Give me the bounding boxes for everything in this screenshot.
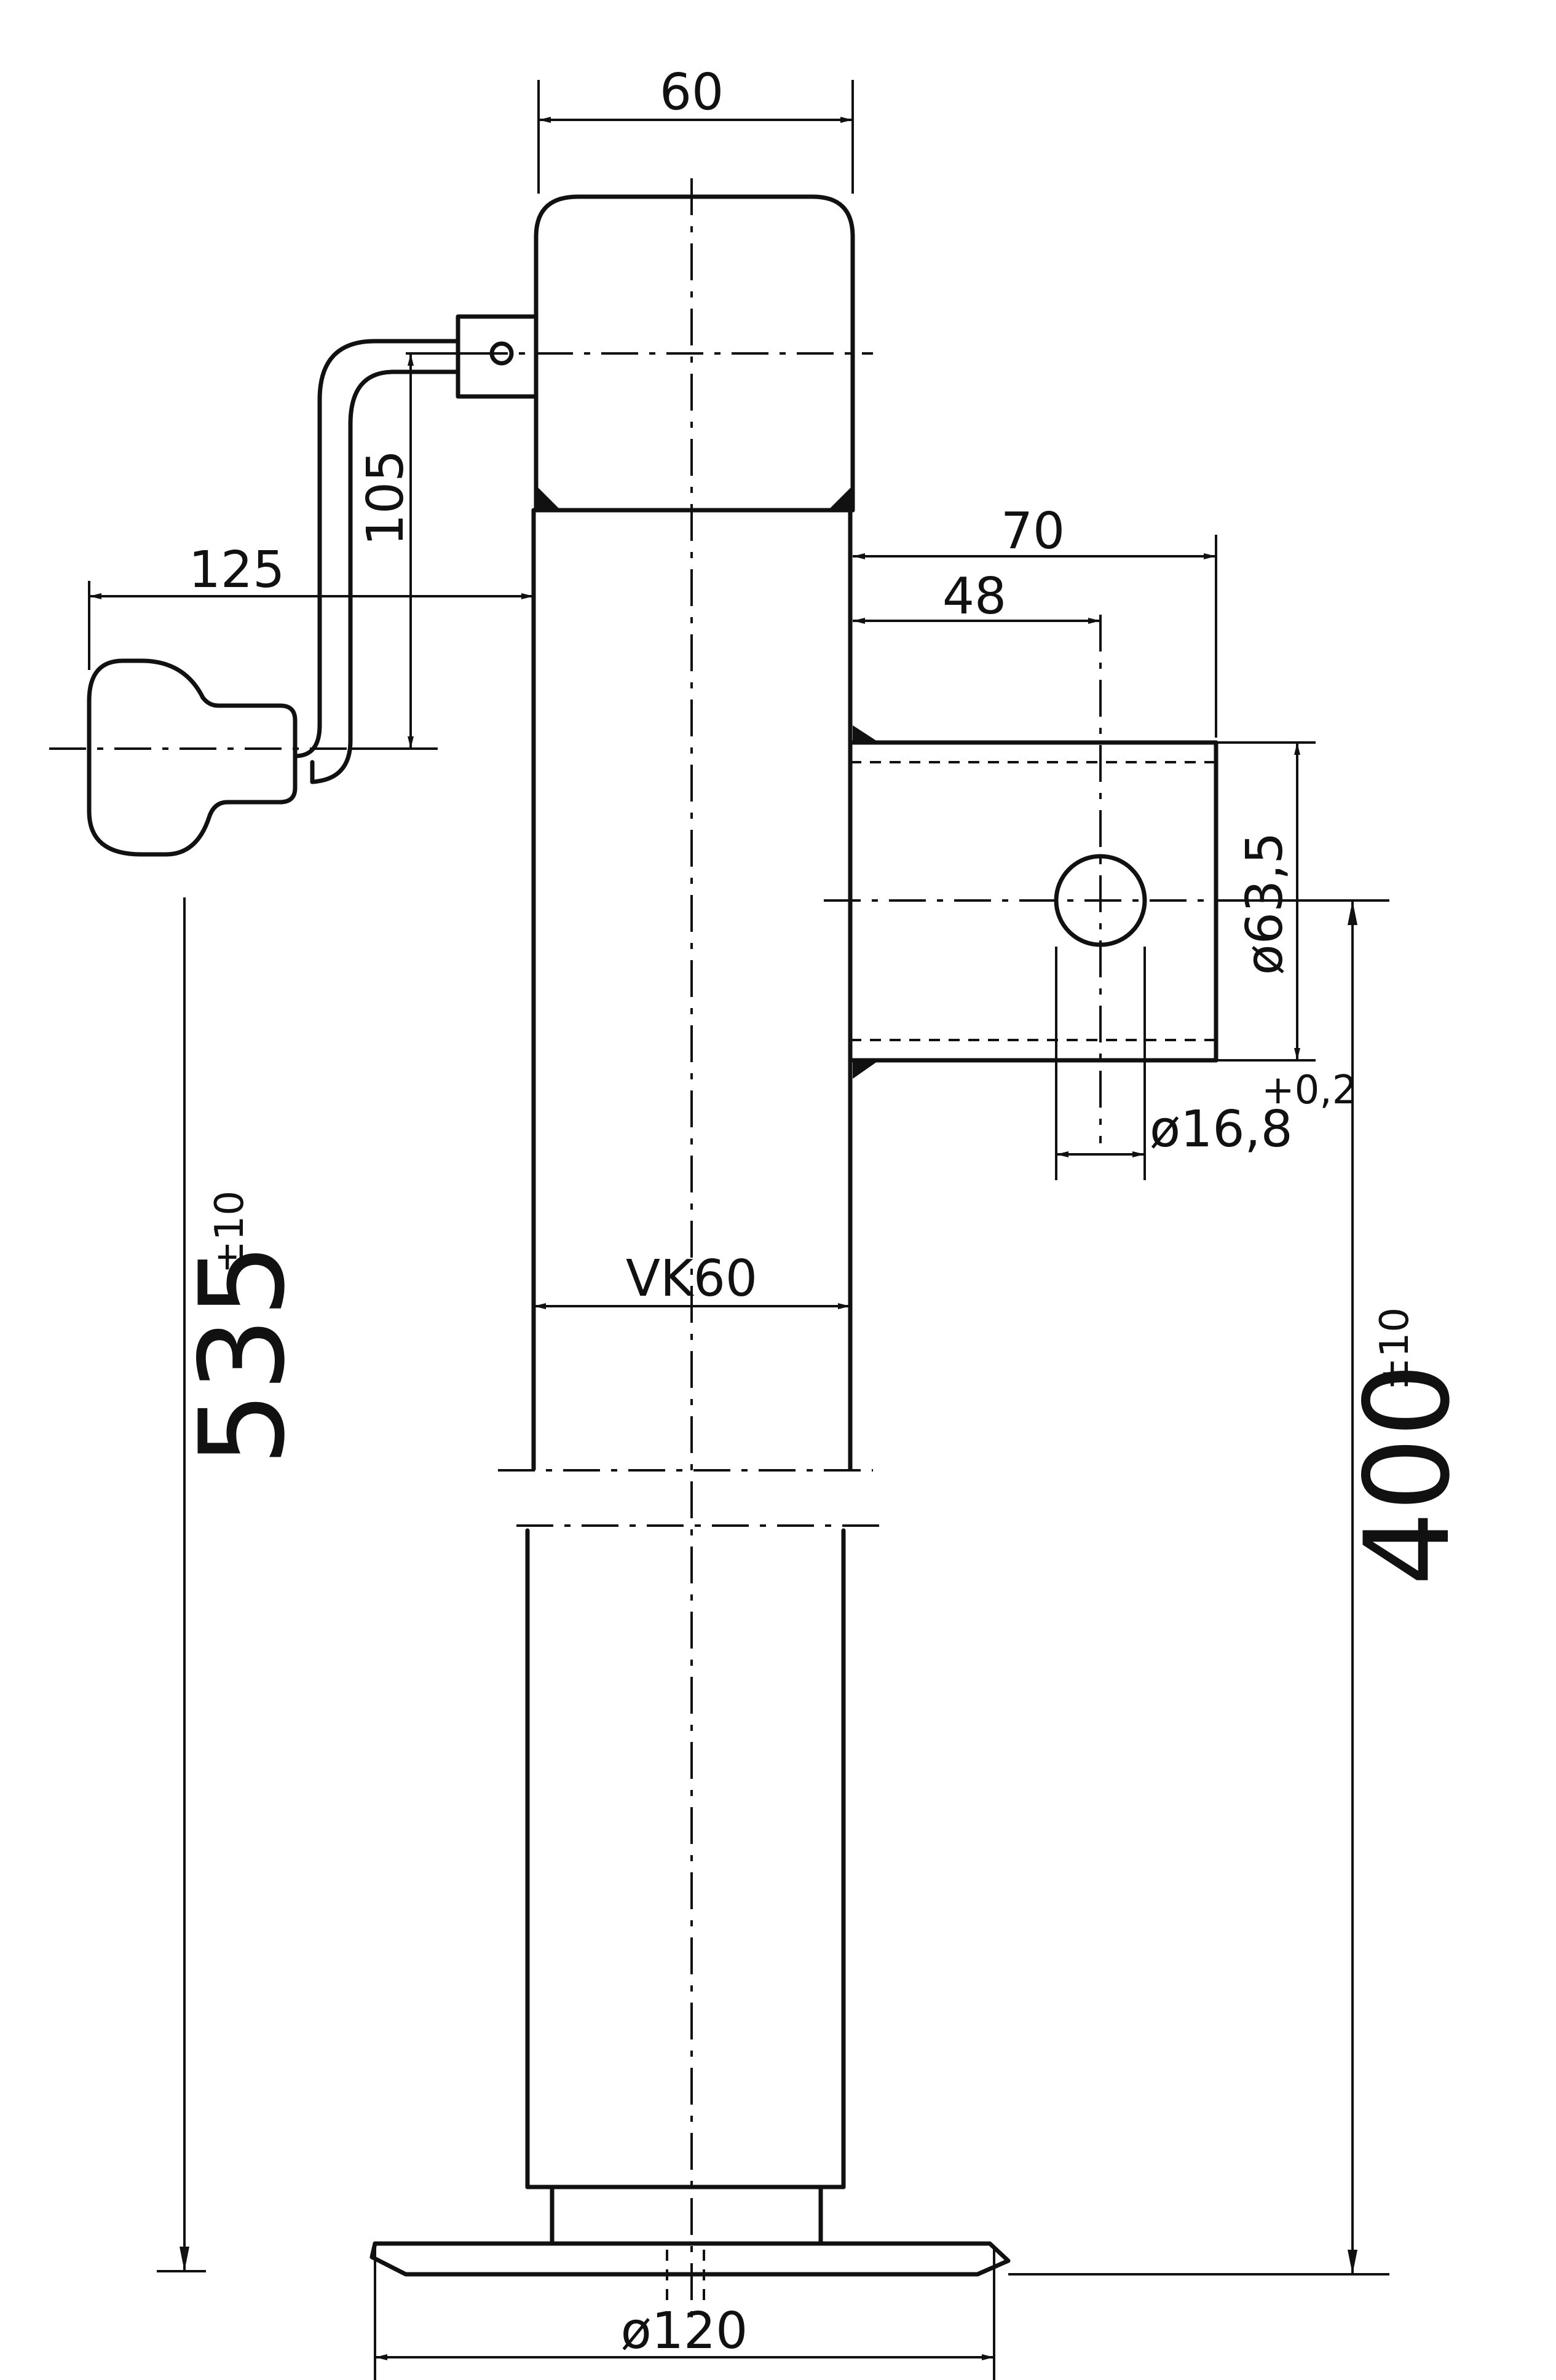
dim-total-height: 535 (175, 1243, 310, 1466)
dim-hole-tolerance: +0,2 (1262, 1068, 1357, 1113)
dim-top-width: 60 (660, 63, 724, 122)
dim-bracket-diameter: ø63,5 (1236, 832, 1294, 975)
main-tube (531, 508, 853, 1472)
dimension-labels: 60 105 125 70 48 ø63,5 ø16,8 +0,2 VK60 5… (175, 63, 1475, 2360)
dim-base-height: 400 (1340, 1363, 1475, 1586)
dim-foot-diameter: ø120 (621, 2302, 748, 2360)
dim-crank-height: 105 (357, 450, 415, 546)
dim-bracket-length: 70 (1001, 502, 1065, 561)
crank-knob (87, 658, 298, 857)
dimension-lines (88, 80, 1389, 2380)
gear-housing (534, 194, 855, 513)
dim-hole-diameter: ø16,8 (1150, 1100, 1293, 1159)
side-bracket (824, 615, 1248, 1180)
break-lines (498, 1469, 888, 1527)
dim-bracket-hole-offset: 48 (942, 567, 1006, 626)
foot-plate (369, 2241, 1011, 2308)
dim-total-height-tolerance: ±10 (207, 1191, 253, 1274)
dim-base-height-tolerance: ±10 (1372, 1307, 1418, 1390)
crank-bearing (456, 314, 539, 399)
dim-crank-reach: 125 (189, 541, 285, 599)
crank-handle-assembly (49, 314, 873, 857)
dim-tube-profile: VK60 (626, 1250, 757, 1308)
inner-tube (525, 1528, 846, 2246)
